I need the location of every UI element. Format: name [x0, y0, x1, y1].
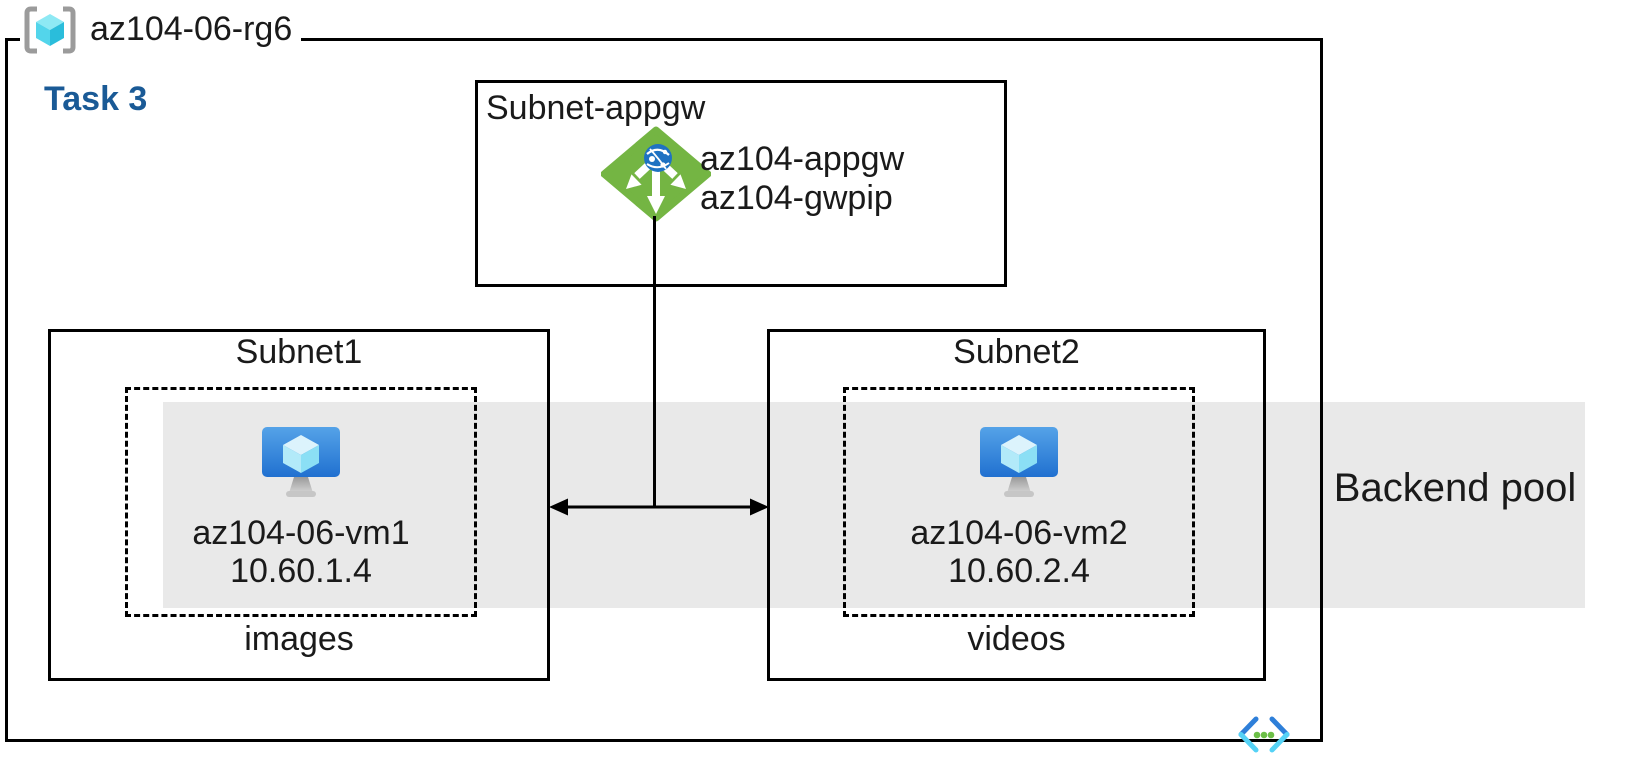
backend-pool-band	[163, 402, 1585, 608]
appgw-subnet-label: Subnet-appgw	[486, 89, 706, 127]
subnet1-backend-dashed-box	[125, 387, 477, 617]
appgw-subnet-box: Subnet-appgw	[475, 80, 1007, 287]
subnet1-caption: images	[244, 620, 354, 658]
subnet2-label: Subnet2	[953, 333, 1080, 371]
appgw-pip: az104-gwpip	[700, 179, 893, 217]
subnet2-vm-info: az104-06-vm2 10.60.2.4	[843, 514, 1195, 590]
gateway-connector-line	[653, 216, 656, 508]
resource-group-box	[5, 38, 1323, 742]
virtual-machine-icon	[980, 427, 1058, 497]
subnet1-label: Subnet1	[235, 333, 363, 371]
subnet2-box	[767, 329, 1266, 681]
vm2-ip: 10.60.2.4	[948, 552, 1090, 590]
virtual-network-icon	[1238, 716, 1290, 753]
appgw-names: az104-appgw az104-gwpip	[700, 140, 904, 218]
vm1-ip: 10.60.1.4	[230, 552, 372, 590]
subnet1-vm-info: az104-06-vm1 10.60.1.4	[125, 514, 477, 590]
subnet-connector-arrow	[549, 498, 769, 516]
subnet2-caption: videos	[967, 620, 1066, 658]
application-gateway-icon	[601, 126, 711, 222]
backend-pool-label: Backend pool	[1333, 466, 1577, 510]
appgw-name: az104-appgw	[700, 140, 905, 178]
subnet2-backend-dashed-box	[843, 387, 1195, 617]
vm1-name: az104-06-vm1	[192, 514, 410, 552]
resource-group-icon	[24, 6, 76, 54]
rg-border-gap	[20, 34, 301, 45]
vm2-name: az104-06-vm2	[910, 514, 1128, 552]
resource-group-label: az104-06-rg6	[90, 10, 293, 48]
subnet1-box	[48, 329, 550, 681]
virtual-machine-icon	[262, 427, 340, 497]
task-label: Task 3	[44, 80, 148, 118]
